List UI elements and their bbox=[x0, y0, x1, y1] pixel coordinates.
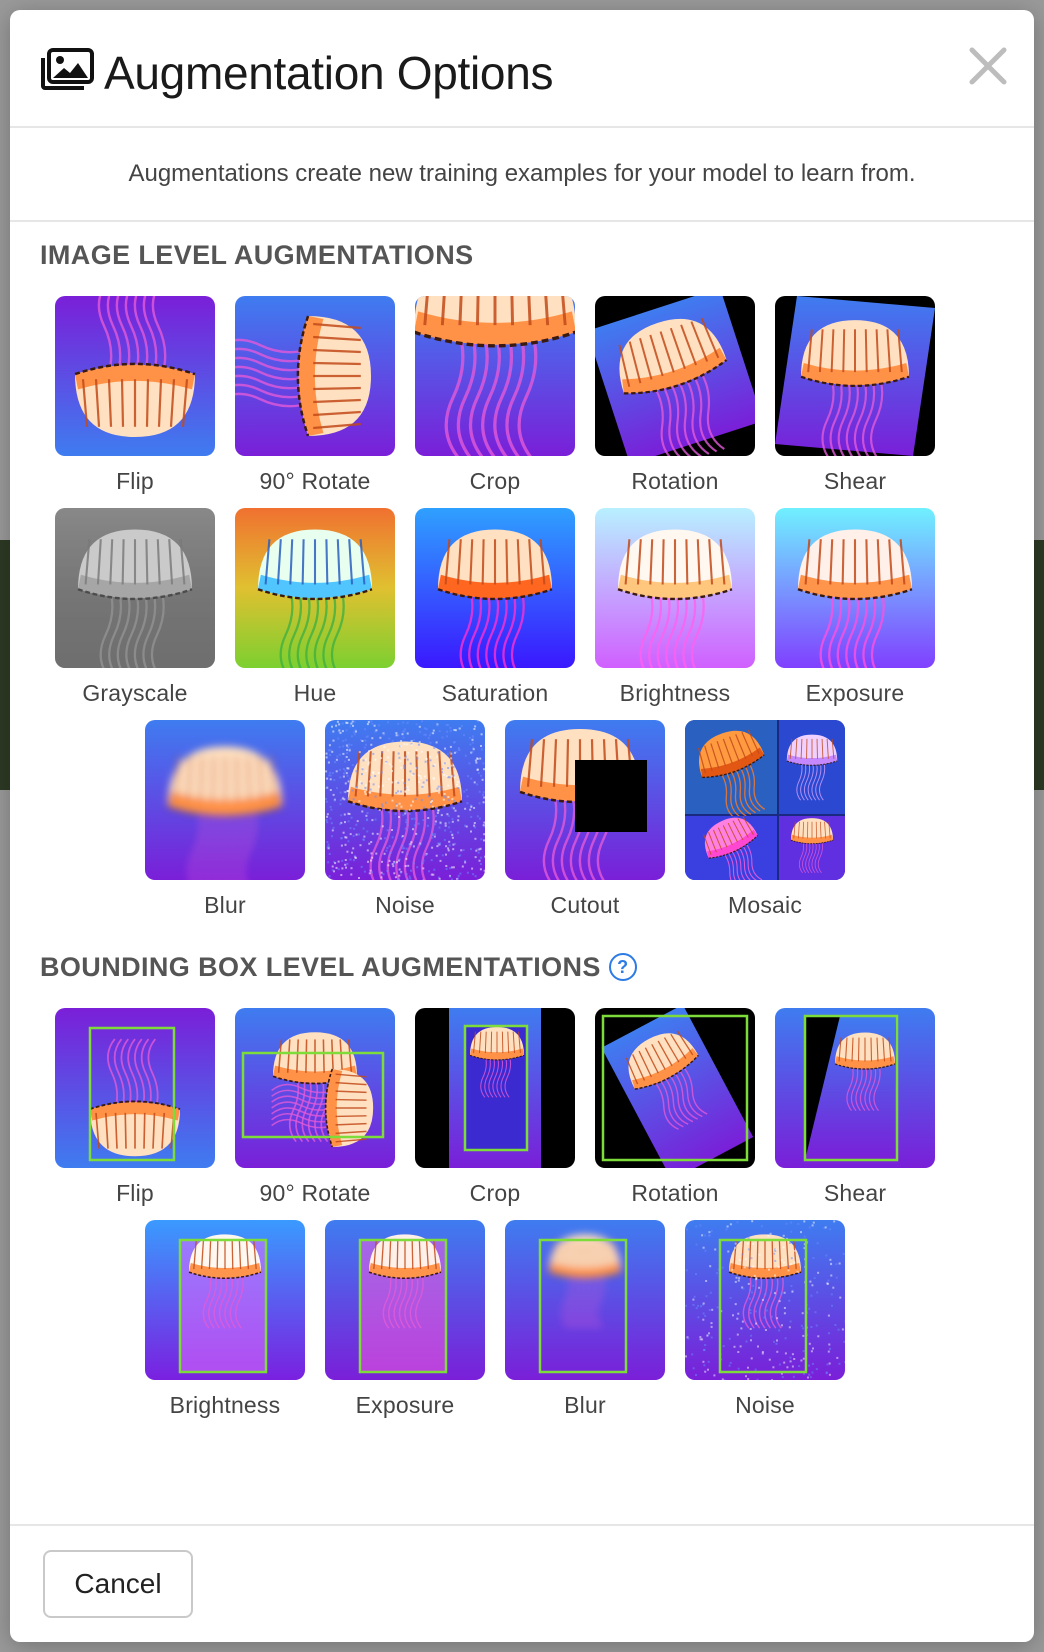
augmentation-option-label: Hue bbox=[293, 680, 337, 706]
augmentation-option-label: Grayscale bbox=[82, 680, 188, 706]
modal-footer: Cancel bbox=[10, 1524, 1034, 1642]
augmentation-option-grayscale[interactable]: Grayscale bbox=[55, 508, 215, 707]
blur-thumbnail bbox=[145, 720, 305, 880]
mosaic-thumbnail bbox=[685, 720, 845, 880]
help-icon[interactable]: ? bbox=[608, 953, 637, 981]
background-app bbox=[0, 540, 12, 790]
cancel-button[interactable]: Cancel bbox=[43, 1550, 193, 1618]
augmentation-option-label: Mosaic bbox=[727, 892, 803, 918]
augmentation-option-bb-rotation[interactable]: Rotation bbox=[595, 1008, 755, 1207]
augmentation-option-label: Flip bbox=[116, 468, 154, 494]
augmentation-option-label: 90° Rotate bbox=[259, 1180, 371, 1206]
augmentation-option-crop[interactable]: Crop bbox=[415, 296, 575, 495]
bb-crop-thumbnail bbox=[415, 1008, 575, 1168]
augmentation-option-bb-brightness[interactable]: Brightness bbox=[145, 1220, 305, 1419]
augmentation-option-label: Exposure bbox=[355, 1392, 455, 1418]
augmentation-option-bb-crop[interactable]: Crop bbox=[415, 1008, 575, 1207]
close-icon[interactable] bbox=[966, 44, 1010, 88]
augmentation-option-label: Blur bbox=[204, 892, 246, 918]
augmentation-option-rotation[interactable]: Rotation bbox=[595, 296, 755, 495]
cutout-thumbnail bbox=[505, 720, 665, 880]
flip-thumbnail bbox=[55, 296, 215, 456]
noise-thumbnail bbox=[325, 720, 485, 880]
saturation-thumbnail bbox=[415, 508, 575, 668]
bbox-level-heading-text: BOUNDING BOX LEVEL AUGMENTATIONS bbox=[40, 952, 601, 982]
bbox-level-heading: BOUNDING BOX LEVEL AUGMENTATIONS? bbox=[40, 952, 637, 983]
augmentation-option-bb-shear[interactable]: Shear bbox=[775, 1008, 935, 1207]
augmentation-option-label: 90° Rotate bbox=[259, 468, 371, 494]
augmentation-modal: Augmentation Options Augmentations creat… bbox=[10, 10, 1034, 1642]
grayscale-thumbnail bbox=[55, 508, 215, 668]
augmentation-option-label: Cutout bbox=[550, 892, 620, 918]
exposure-thumbnail bbox=[775, 508, 935, 668]
augmentation-option-exposure[interactable]: Exposure bbox=[775, 508, 935, 707]
image-level-heading: IMAGE LEVEL AUGMENTATIONS bbox=[40, 240, 474, 270]
augmentation-option-hue[interactable]: Hue bbox=[235, 508, 395, 707]
bb-brightness-thumbnail bbox=[145, 1220, 305, 1380]
augmentation-option-label: Crop bbox=[469, 1180, 521, 1206]
augmentation-option-label: Blur bbox=[564, 1392, 606, 1418]
augmentation-option-label: Flip bbox=[116, 1180, 154, 1206]
augmentation-option-mosaic[interactable]: Mosaic bbox=[685, 720, 845, 919]
images-icon bbox=[41, 48, 94, 90]
augmentation-option-bb-rot90[interactable]: 90° Rotate bbox=[235, 1008, 395, 1207]
hue-thumbnail bbox=[235, 508, 395, 668]
modal-description: Augmentations create new training exampl… bbox=[10, 128, 1034, 222]
augmentation-option-label: Rotation bbox=[631, 1180, 719, 1206]
modal-title: Augmentation Options bbox=[104, 47, 554, 99]
augmentation-option-label: Shear bbox=[823, 468, 887, 494]
augmentation-option-label: Noise bbox=[375, 892, 435, 918]
augmentation-option-blur[interactable]: Blur bbox=[145, 720, 305, 919]
bb-flip-thumbnail bbox=[55, 1008, 215, 1168]
background-app bbox=[1032, 540, 1044, 790]
modal-header: Augmentation Options bbox=[10, 10, 1034, 128]
augmentation-option-label: Shear bbox=[823, 1180, 887, 1206]
augmentation-option-label: Brightness bbox=[169, 1392, 281, 1418]
augmentation-option-label: Brightness bbox=[619, 680, 731, 706]
crop-thumbnail bbox=[415, 296, 575, 456]
augmentation-option-label: Saturation bbox=[441, 680, 549, 706]
augmentation-option-rot90[interactable]: 90° Rotate bbox=[235, 296, 395, 495]
bb-rot90-thumbnail bbox=[235, 1008, 395, 1168]
bb-shear-thumbnail bbox=[775, 1008, 935, 1168]
bb-rotation-thumbnail bbox=[595, 1008, 755, 1168]
augmentation-option-flip[interactable]: Flip bbox=[55, 296, 215, 495]
bb-noise-thumbnail bbox=[685, 1220, 845, 1380]
augmentation-option-bb-exposure[interactable]: Exposure bbox=[325, 1220, 485, 1419]
augmentation-option-shear[interactable]: Shear bbox=[775, 296, 935, 495]
augmentation-option-noise[interactable]: Noise bbox=[325, 720, 485, 919]
brightness-thumbnail bbox=[595, 508, 755, 668]
rot90-thumbnail bbox=[235, 296, 395, 456]
bb-blur-thumbnail bbox=[505, 1220, 665, 1380]
shear-thumbnail bbox=[775, 296, 935, 456]
augmentation-option-brightness[interactable]: Brightness bbox=[595, 508, 755, 707]
augmentation-option-bb-blur[interactable]: Blur bbox=[505, 1220, 665, 1419]
bb-exposure-thumbnail bbox=[325, 1220, 485, 1380]
rotation-thumbnail bbox=[595, 296, 755, 456]
augmentation-option-saturation[interactable]: Saturation bbox=[415, 508, 575, 707]
augmentation-option-label: Exposure bbox=[805, 680, 905, 706]
augmentation-option-label: Noise bbox=[735, 1392, 795, 1418]
augmentation-option-bb-flip[interactable]: Flip bbox=[55, 1008, 215, 1207]
augmentation-option-bb-noise[interactable]: Noise bbox=[685, 1220, 845, 1419]
augmentation-option-label: Rotation bbox=[631, 468, 719, 494]
augmentation-option-cutout[interactable]: Cutout bbox=[505, 720, 665, 919]
augmentation-option-label: Crop bbox=[469, 468, 521, 494]
